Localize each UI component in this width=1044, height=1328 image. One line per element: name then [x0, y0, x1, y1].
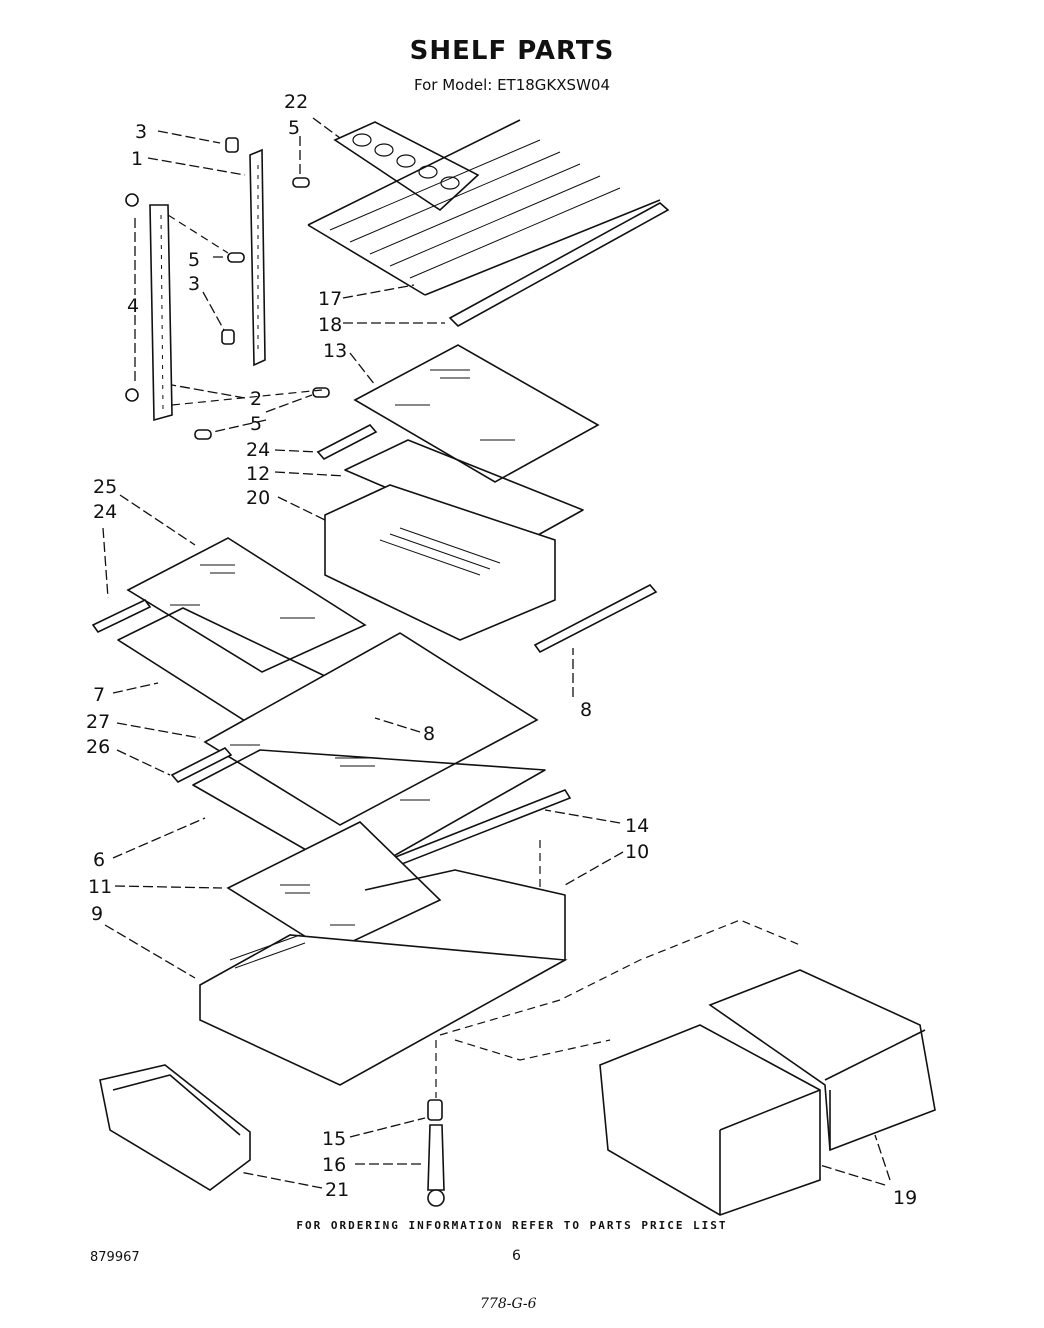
part-rail-1 [249, 148, 266, 367]
callout-21: 21 [325, 1179, 349, 1201]
part-glass-shelf-13 [353, 344, 600, 483]
handwritten-note: 778-G-6 [480, 1296, 537, 1312]
callout-5: 5 [188, 249, 200, 271]
callout-8: 8 [580, 699, 592, 721]
callout-22: 22 [284, 91, 308, 113]
part-cap-4b [125, 388, 139, 402]
part-crisper-drawer-19b [708, 969, 936, 1152]
part-trim-strip-8a [533, 583, 658, 654]
callout-2: 2 [250, 388, 262, 410]
callout-4: 4 [127, 295, 139, 317]
page-title: SHELF PARTS [409, 36, 615, 66]
part-cap-4a [125, 193, 139, 207]
part-door-bin-21 [99, 1064, 251, 1191]
part-screw-5a [292, 177, 310, 188]
callout-13: 13 [323, 340, 347, 362]
part-crisper-drawer-20 [324, 484, 556, 641]
callout-20: 20 [246, 487, 270, 509]
callout-5: 5 [250, 413, 262, 435]
part-clip-3a [225, 137, 239, 153]
callout-26: 26 [86, 736, 110, 758]
part-shelf-trim-18 [448, 202, 670, 327]
part-adjuster-16 [427, 1124, 445, 1207]
part-glass-shelf-11 [226, 821, 442, 953]
callout-14: 14 [625, 815, 649, 837]
leader-lines [102, 117, 891, 1189]
callout-24: 24 [246, 439, 270, 461]
callout-18: 18 [318, 314, 342, 336]
callout-3: 3 [135, 121, 147, 143]
part-shelf-frame-6 [192, 749, 546, 879]
callout-8: 8 [423, 723, 435, 745]
part-trim-strip-24a [316, 423, 378, 461]
callout-11: 11 [88, 876, 112, 898]
callout-1: 1 [131, 148, 143, 170]
callout-10: 10 [625, 841, 649, 863]
callout-12: 12 [246, 463, 270, 485]
model-subtitle: For Model: ET18GKXSW04 [414, 76, 610, 94]
callout-19: 19 [893, 1187, 917, 1209]
ordering-note: FOR ORDERING INFORMATION REFER TO PARTS … [296, 1219, 728, 1232]
part-adjuster-15 [427, 1099, 443, 1121]
callout-6: 6 [93, 849, 105, 871]
part-screw-5b [227, 252, 245, 263]
part-wire-shelf-17 [307, 119, 661, 296]
part-crisper-cover-9 [199, 934, 568, 1086]
part-glass-shelf-25 [126, 537, 367, 673]
callout-25: 25 [93, 476, 117, 498]
callout-7: 7 [93, 684, 105, 706]
part-screw-5c [194, 429, 212, 440]
page-number: 6 [512, 1248, 521, 1264]
callout-5: 5 [288, 117, 300, 139]
part-rail-2 [149, 204, 173, 422]
callout-3: 3 [188, 273, 200, 295]
part-screw-5d [312, 387, 330, 398]
callout-15: 15 [322, 1128, 346, 1150]
part-trim-strip-26 [170, 747, 233, 783]
callout-24: 24 [93, 501, 117, 523]
document-number: 879967 [90, 1250, 140, 1265]
part-glass-shelf-27 [203, 632, 539, 826]
part-trim-strip-24b [91, 598, 152, 634]
callout-9: 9 [91, 903, 103, 925]
callout-17: 17 [318, 288, 342, 310]
part-crisper-drawer-19a [599, 1024, 821, 1216]
callout-27: 27 [86, 711, 110, 733]
part-clip-3b [221, 329, 235, 345]
callout-16: 16 [322, 1154, 346, 1176]
